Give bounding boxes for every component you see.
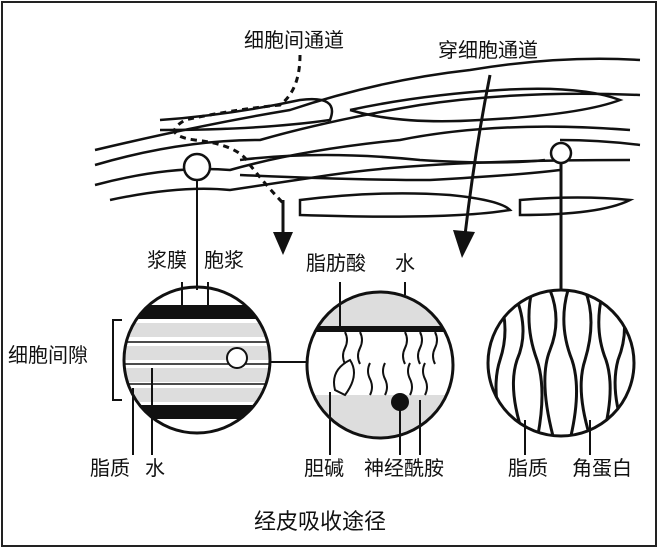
diagram-title: 经皮吸收途径 [254, 510, 387, 535]
label-fatty-acid: 脂肪酸 [306, 251, 366, 275]
label-lipid-left: 脂质 [90, 456, 130, 480]
label-transcellular-pathway: 穿细胞通道 [438, 38, 538, 62]
label-intercellular-space: 细胞间隙 [8, 343, 88, 367]
label-intercellular-pathway: 细胞间通道 [244, 28, 344, 52]
circle-middle [305, 282, 455, 455]
circle-left [112, 282, 308, 455]
label-ceramide: 神经酰胺 [364, 456, 444, 480]
label-water-middle: 水 [395, 251, 415, 275]
arrow-down-icon [453, 230, 475, 258]
label-lipid-right: 脂质 [508, 456, 548, 480]
label-keratin: 角蛋白 [572, 456, 632, 480]
label-plasma-membrane: 浆膜 [147, 248, 187, 272]
corneocyte-layers [94, 57, 641, 218]
arrow-down-icon [273, 232, 293, 255]
label-choline: 胆碱 [304, 456, 344, 480]
label-water-left: 水 [145, 456, 165, 480]
intercellular-path [173, 54, 302, 207]
circle-right [486, 288, 636, 455]
label-cytoplasm: 胞浆 [204, 248, 244, 272]
